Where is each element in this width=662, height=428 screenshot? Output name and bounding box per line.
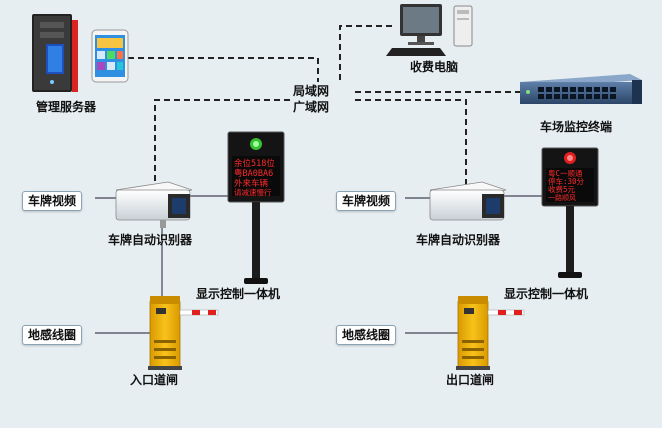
display-left-label: 显示控制一体机 <box>196 287 281 301</box>
display-unit-left: 余位518位 粤BA0BA6 外来车辆 请减速慢行 <box>227 131 285 284</box>
tablet-icon <box>91 29 129 83</box>
exit-screen-line2: 停车:30分 <box>548 176 585 186</box>
camera-icon-right <box>429 181 507 221</box>
display-right-label: 显示控制一体机 <box>504 287 589 301</box>
wan-label: 广域网 <box>293 100 330 114</box>
entry-screen-line1: 余位518位 <box>234 158 275 169</box>
camera-icon-left <box>115 181 193 228</box>
entry-screen-line2: 粤BA0BA6 <box>234 168 273 179</box>
network-lines <box>128 25 520 190</box>
exit-screen-line1: 粤C一顺通 <box>548 168 583 178</box>
server-label: 管理服务器 <box>36 100 97 114</box>
entry-screen-line3: 外来车辆 <box>234 178 269 189</box>
boom-arm-left <box>179 309 219 316</box>
fee-computer-icon <box>386 4 473 56</box>
boom-arm-right <box>487 309 525 316</box>
loop-right-label: 地感线圈 <box>336 325 397 345</box>
device-lines <box>95 195 545 334</box>
server-tower-icon <box>32 14 78 92</box>
display-unit-right: 粤C一顺通 停车:30分 收费5元 一路顺风 <box>541 147 599 278</box>
lan-label: 局域网 <box>293 84 330 98</box>
fee-pc-label: 收费电脑 <box>410 60 459 74</box>
video-right-label: 车牌视频 <box>336 191 397 211</box>
recognizer-left-label: 车牌自动识别器 <box>108 233 193 247</box>
video-left-label: 车牌视频 <box>22 191 83 211</box>
network-switch-icon <box>520 74 642 104</box>
barrier-gate-right <box>456 296 525 370</box>
switch-label: 车场监控终端 <box>540 120 613 134</box>
barrier-gate-left <box>148 296 219 370</box>
entry-gate-label: 入口道闸 <box>130 373 179 387</box>
exit-gate-label: 出口道闸 <box>446 373 495 387</box>
exit-screen-line4: 一路顺风 <box>548 193 576 202</box>
exit-screen-line3: 收费5元 <box>548 184 576 194</box>
recognizer-right-label: 车牌自动识别器 <box>416 233 501 247</box>
loop-left-label: 地感线圈 <box>22 325 83 345</box>
entry-screen-line4: 请减速慢行 <box>234 187 272 197</box>
